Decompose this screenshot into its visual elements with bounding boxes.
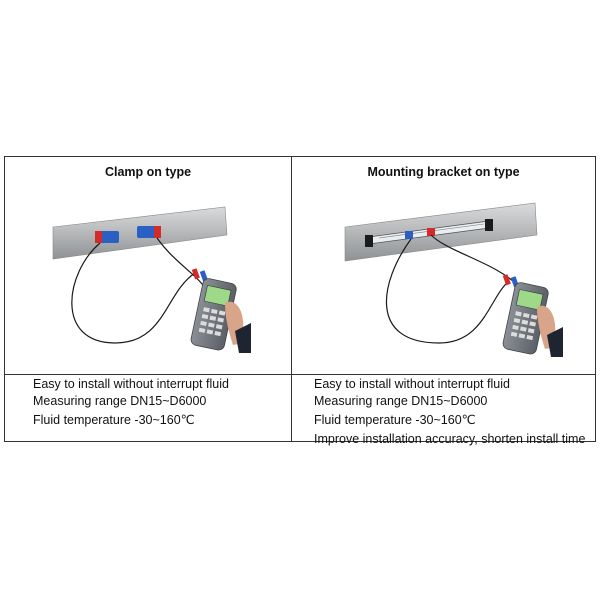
cable: [385, 238, 510, 344]
row-divider: [5, 374, 595, 375]
comparison-table: Clamp on type Mounting bracket on type: [4, 156, 596, 446]
clamp-sensor-right-icon: [137, 226, 161, 238]
cable: [71, 242, 196, 344]
bracket-on-features: Easy to install without interrupt fluid …: [314, 376, 585, 448]
cable: [156, 237, 206, 289]
bracket-on-header: Mounting bracket on type: [367, 165, 520, 179]
mounting-bracket-icon: [365, 219, 493, 247]
feature-text: Fluid temperature -30~160℃: [33, 413, 195, 427]
feature-text: Measuring range DN15~D6000: [33, 394, 207, 408]
feature-text: Measuring range DN15~D6000: [314, 394, 488, 408]
clamp-sensor-left-icon: [95, 231, 119, 243]
column-divider: [291, 157, 292, 441]
feature-text: Improve installation accuracy, shorten i…: [314, 432, 586, 446]
clamp-on-illustration: [52, 206, 251, 353]
feature-text: Easy to install without interrupt fluid: [33, 377, 229, 391]
clamp-on-features: Easy to install without interrupt fluid …: [33, 376, 229, 429]
handheld-flowmeter-icon: [190, 278, 237, 351]
clamp-on-header: Clamp on type: [104, 165, 192, 179]
handheld-flowmeter-icon: [502, 282, 549, 355]
bracket-on-illustration: [344, 202, 563, 357]
feature-text: Fluid temperature -30~160℃: [314, 413, 476, 427]
feature-text: Easy to install without interrupt fluid: [314, 377, 510, 391]
